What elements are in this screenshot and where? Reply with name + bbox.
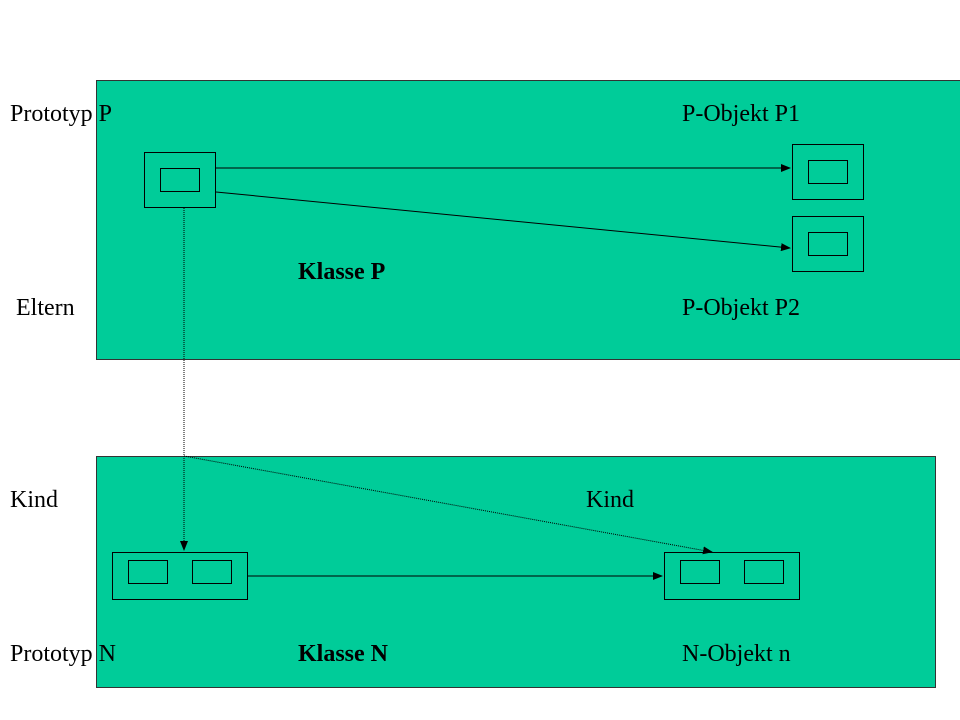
prototype-p-object bbox=[144, 152, 216, 208]
arrow-p-to-n-object bbox=[183, 455, 713, 555]
kind-left-label: Kind bbox=[10, 487, 58, 513]
prototype-n-slot-1 bbox=[128, 560, 168, 584]
n-object-n-slot-1 bbox=[680, 560, 720, 584]
eltern-label: Eltern bbox=[16, 295, 75, 321]
prototyp-p-label: Prototyp P bbox=[10, 101, 113, 127]
prototype-n-slot-2 bbox=[192, 560, 232, 584]
klasse-n-label: Klasse N bbox=[298, 641, 388, 667]
n-object-n bbox=[664, 552, 800, 600]
p-object-p1 bbox=[792, 144, 864, 200]
p-object-p2-slot bbox=[808, 232, 848, 256]
p-object-p1-slot bbox=[808, 160, 848, 184]
p-objekt-p1-label: P-Objekt P1 bbox=[682, 101, 801, 127]
arrow-p-to-p2 bbox=[215, 191, 791, 252]
n-object-n-slot-2 bbox=[744, 560, 784, 584]
p-object-p2 bbox=[792, 216, 864, 272]
prototype-n-object bbox=[112, 552, 248, 600]
class-p-panel bbox=[96, 80, 960, 360]
class-n-panel bbox=[96, 456, 936, 688]
prototype-p-slot bbox=[160, 168, 200, 192]
n-objekt-n-label: N-Objekt n bbox=[682, 641, 791, 667]
klasse-p-label: Klasse P bbox=[298, 259, 386, 285]
p-objekt-p2-label: P-Objekt P2 bbox=[682, 295, 801, 321]
kind-right-label: Kind bbox=[586, 487, 634, 513]
prototyp-n-label: Prototyp N bbox=[10, 641, 117, 667]
